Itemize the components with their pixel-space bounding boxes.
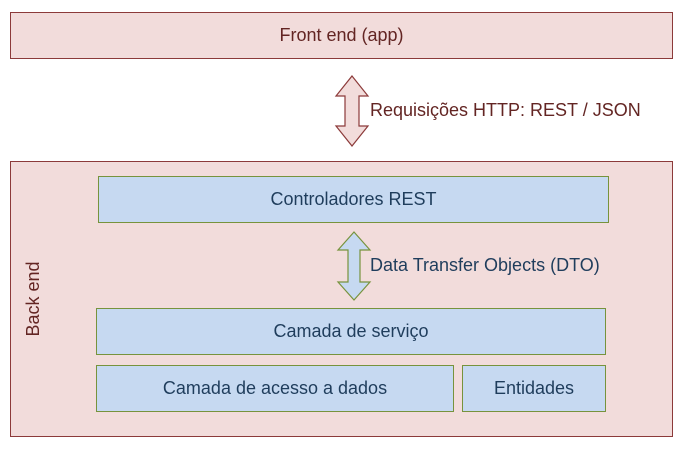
dto-double-arrow-icon: [336, 231, 372, 301]
data-access-layer-box: Camada de acesso a dados: [96, 365, 454, 412]
http-requests-label: Requisições HTTP: REST / JSON: [370, 100, 641, 120]
data-access-layer-label: Camada de acesso a dados: [162, 378, 388, 398]
controllers-box: Controladores REST: [98, 176, 609, 223]
dto-label: Data Transfer Objects (DTO): [370, 255, 600, 275]
backend-label: Back end: [23, 261, 43, 337]
entities-box: Entidades: [462, 365, 606, 412]
entities-label: Entidades: [493, 378, 575, 398]
controllers-label: Controladores REST: [270, 189, 437, 209]
frontend-label: Front end (app): [279, 25, 404, 45]
frontend-box: Front end (app): [10, 12, 673, 59]
service-layer-label: Camada de serviço: [273, 321, 429, 341]
service-layer-box: Camada de serviço: [96, 308, 606, 355]
http-double-arrow-icon: [334, 75, 370, 147]
